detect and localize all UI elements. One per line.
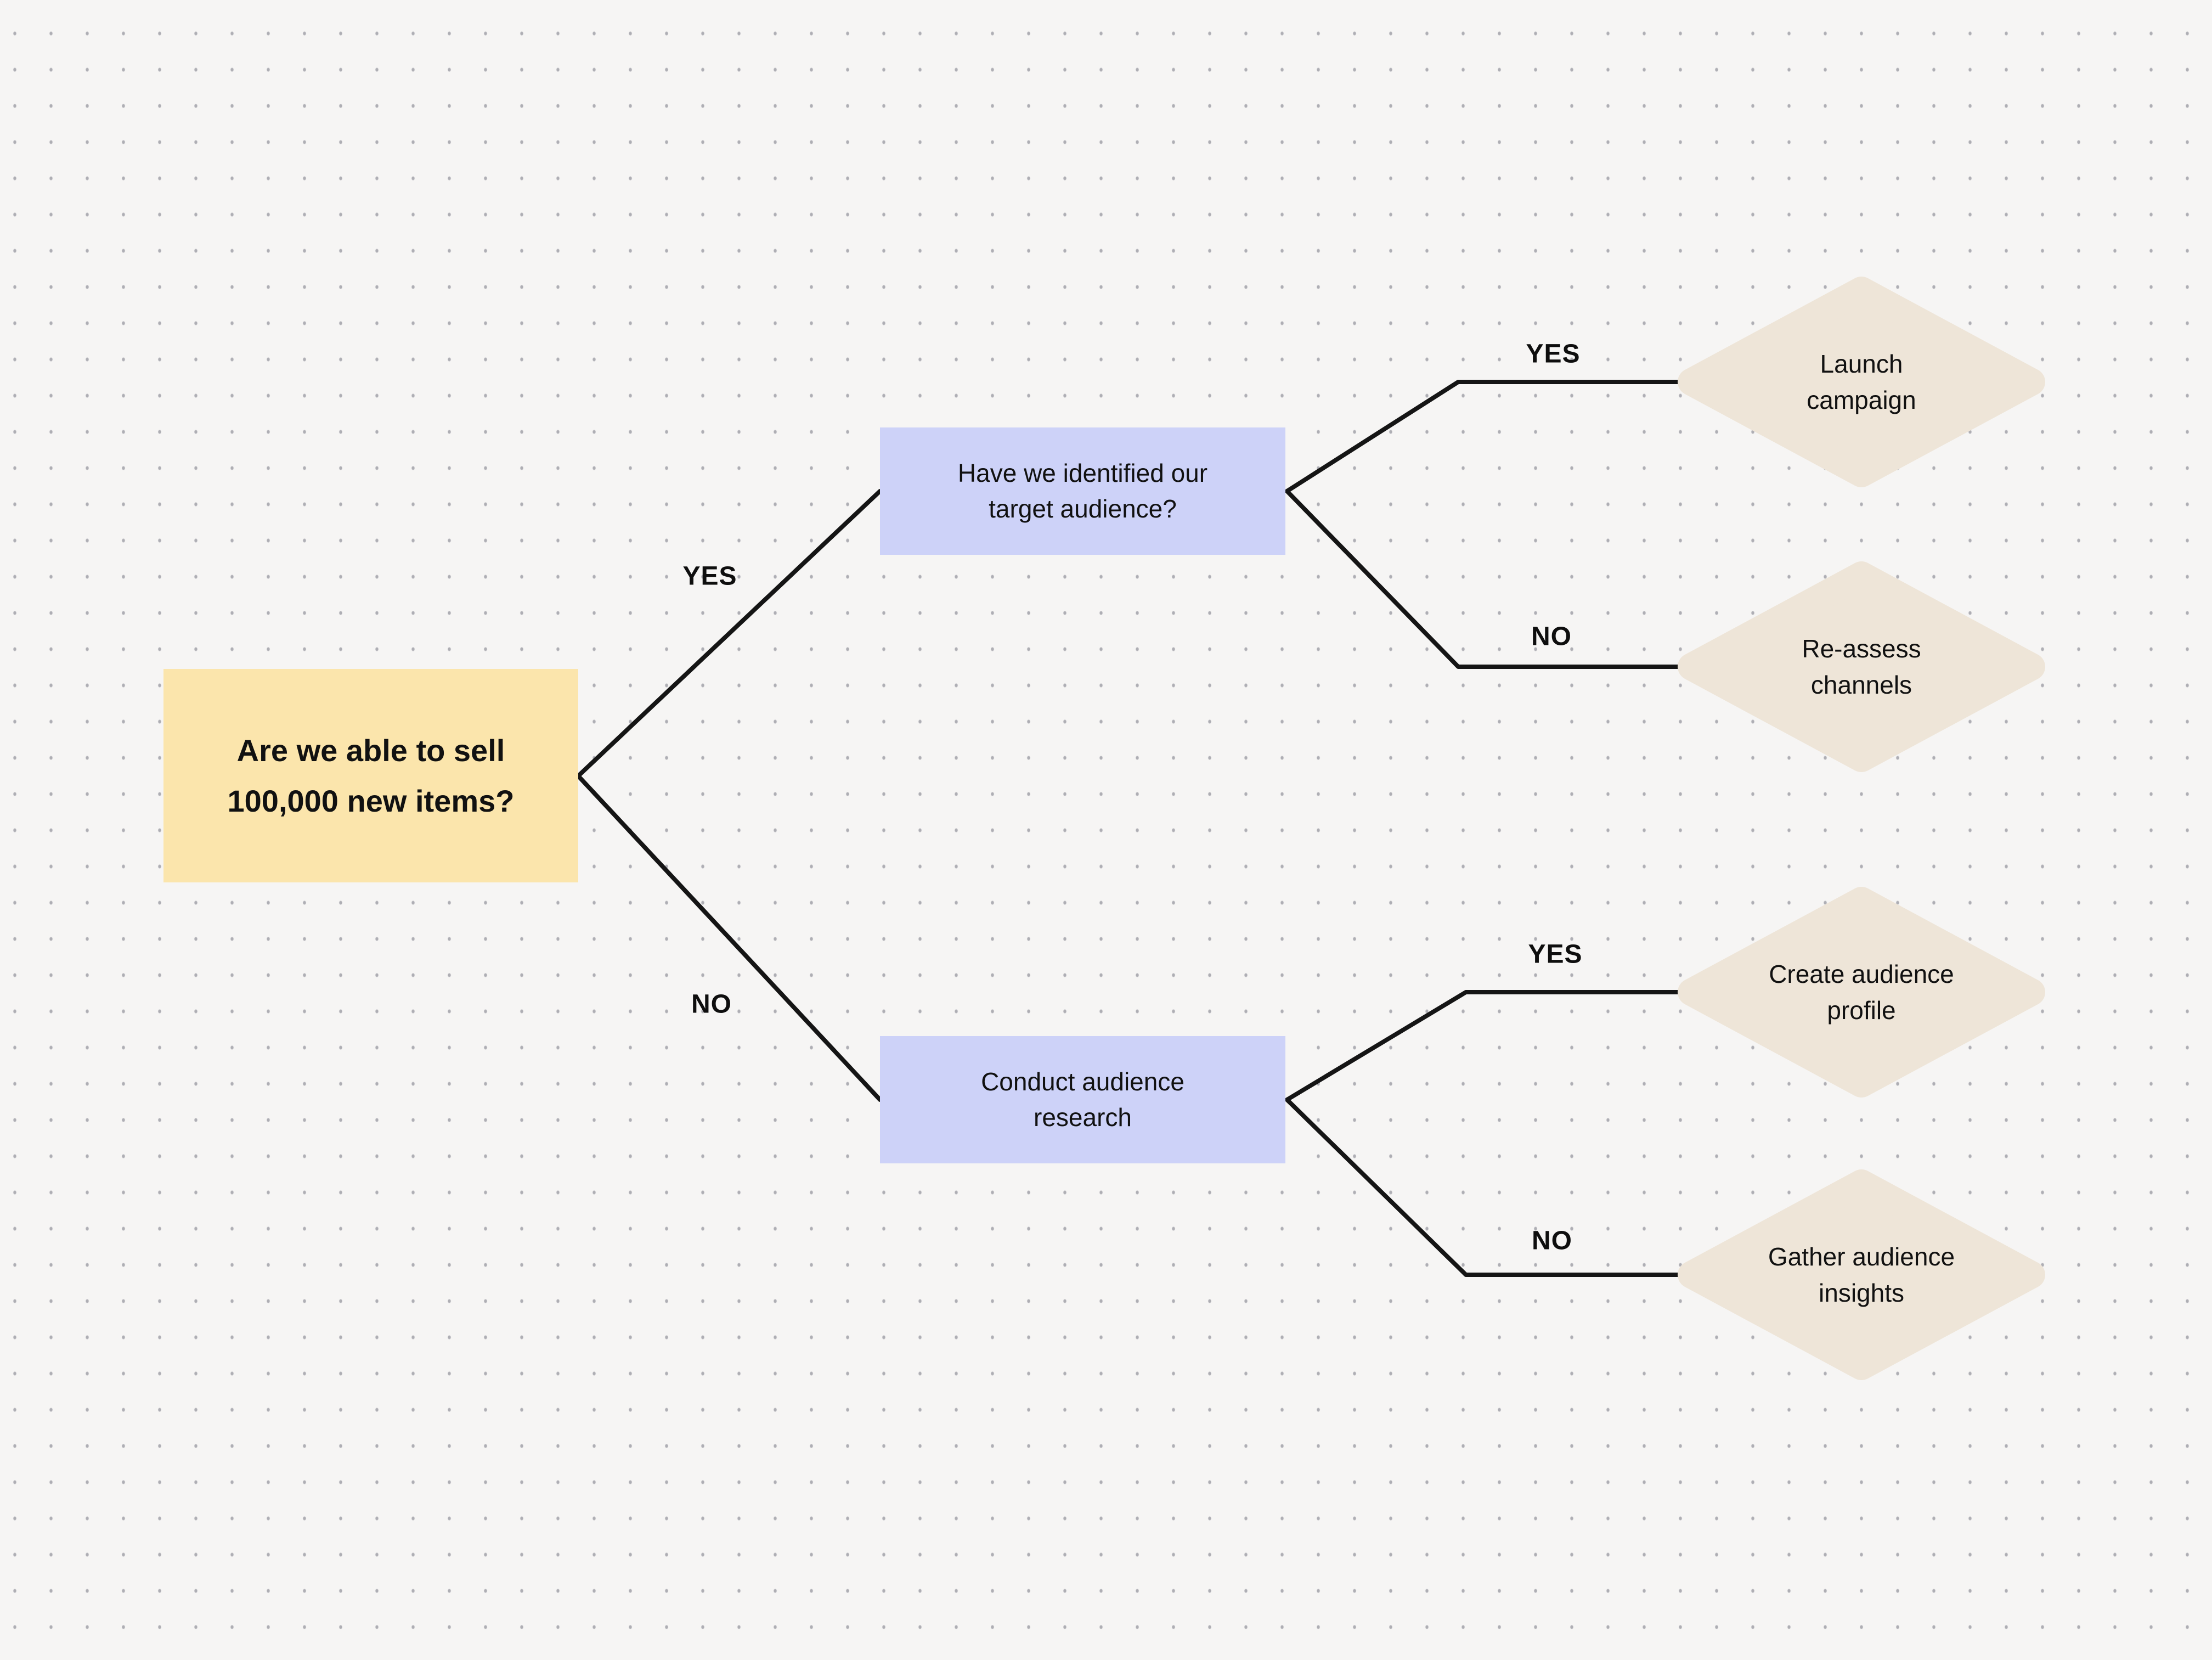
edge-label-root-no[interactable]: NO [691,989,732,1019]
diamond-launch-campaign[interactable] [1678,277,2045,487]
edge-label-top-yes[interactable]: YES [1526,339,1581,369]
top-question-node[interactable]: Have we identified our target audience? [880,427,1285,555]
root-question-node[interactable]: Are we able to sell 100,000 new items? [163,669,578,882]
top-question-line-2: target audience? [989,494,1177,523]
bottom-question-line-1: Conduct audience [981,1067,1184,1096]
connector-root-to-bottom-question[interactable] [576,774,882,1102]
diamond-create-audience-profile[interactable] [1678,887,2045,1098]
diamond-gather-audience-insights[interactable] [1678,1169,2045,1380]
gather-audience-insights-label[interactable]: Gather audience insights [1768,1242,1955,1307]
root-question-line-2: 100,000 new items? [227,783,515,818]
edge-label-top-no[interactable]: NO [1531,622,1572,651]
launch-campaign-label[interactable]: Launch campaign [1807,350,1916,414]
edge-label-bottom-no[interactable]: NO [1532,1226,1572,1256]
reassess-channels-label[interactable]: Re-assess channels [1802,634,1921,699]
connector-top-question-yes[interactable] [1285,380,1682,493]
create-audience-profile-label[interactable]: Create audience profile [1769,960,1954,1025]
bottom-question-line-2: research [1034,1103,1132,1132]
edge-label-root-yes[interactable]: YES [682,561,737,591]
edge-label-bottom-yes[interactable]: YES [1528,939,1583,969]
bottom-question-node[interactable]: Conduct audience research [880,1036,1285,1163]
connector-top-question-no[interactable] [1285,489,1682,669]
connector-bottom-question-no[interactable] [1285,1098,1682,1277]
diamond-reassess-channels[interactable] [1678,561,2045,772]
top-question-line-1: Have we identified our [957,459,1208,487]
connector-root-to-top-question[interactable] [576,489,882,778]
connector-bottom-question-yes[interactable] [1285,990,1682,1102]
root-question-line-1: Are we able to sell [236,733,505,768]
